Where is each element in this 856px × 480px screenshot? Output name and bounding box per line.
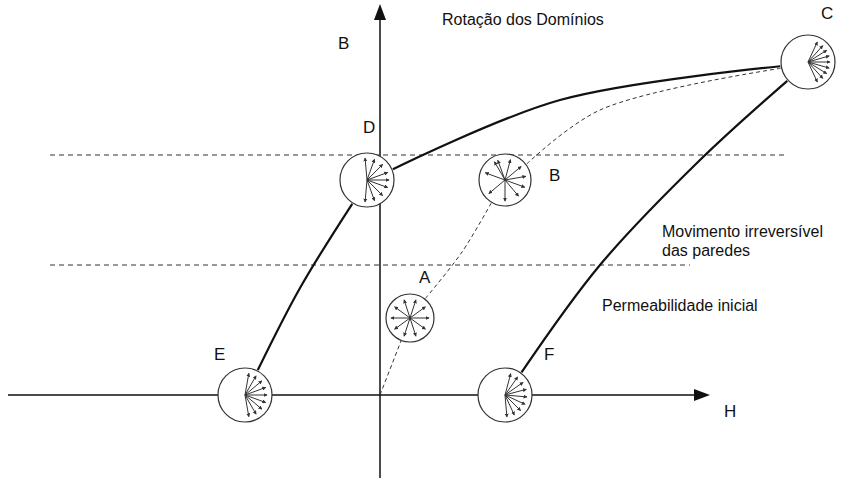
moment-arrow	[245, 381, 262, 395]
moment-arrow	[404, 300, 410, 318]
moment-arrow	[365, 180, 367, 202]
moment-arrow	[808, 50, 827, 62]
domain-moments	[339, 152, 395, 208]
hysteresis-curve	[393, 66, 780, 169]
initial-curve	[527, 68, 781, 164]
initial-curve	[425, 203, 491, 298]
region-boundary	[50, 155, 785, 156]
hysteresis-curve	[258, 204, 352, 370]
point-letter: A	[418, 268, 431, 287]
domain-moments	[780, 34, 836, 90]
moment-arrow	[505, 389, 526, 395]
moment-arrow	[395, 318, 410, 329]
moment-arrow	[245, 387, 266, 395]
domain-moments	[385, 293, 435, 343]
domain-moments	[478, 153, 532, 207]
moment-arrow	[808, 62, 830, 63]
point-letter: D	[362, 118, 376, 137]
moment-arrow	[410, 318, 429, 319]
domain-circle: C	[780, 34, 836, 90]
moment-arrow	[367, 180, 375, 201]
moment-arrow	[365, 158, 367, 180]
domain-outline	[340, 153, 394, 207]
moment-arrow	[489, 180, 505, 193]
moment-arrow	[505, 395, 507, 417]
point-letter: B	[548, 166, 561, 185]
moment-arrow	[498, 160, 505, 180]
domain-circle: B	[478, 153, 532, 207]
moment-arrow	[245, 376, 256, 395]
moment-arrow	[391, 318, 410, 319]
domain-circle: D	[339, 152, 395, 208]
domain-outline	[479, 154, 531, 206]
region-label: Permeabilidade inicial	[600, 296, 760, 315]
moment-arrow	[485, 173, 505, 180]
domain-circle: E	[217, 367, 273, 423]
moment-arrow	[367, 172, 388, 180]
moment-arrow	[505, 160, 510, 180]
moment-arrow	[808, 62, 823, 78]
region-label: Movimento irreversível das paredes	[660, 222, 842, 260]
moment-arrow	[367, 180, 389, 181]
moment-arrow	[245, 395, 267, 396]
region-label: Rotação dos Domínios	[440, 10, 606, 29]
point-letter: E	[213, 345, 226, 364]
moment-arrow	[245, 395, 266, 403]
domain-outline	[386, 294, 434, 342]
domain-circle: F	[477, 367, 533, 423]
domain-outline	[218, 368, 272, 422]
moment-arrow	[505, 180, 506, 201]
moment-arrow	[505, 382, 523, 395]
moment-arrow	[505, 395, 521, 411]
b-axis	[379, 16, 381, 478]
axis-arrowhead	[374, 4, 386, 20]
moment-arrow	[808, 56, 829, 62]
moment-arrow	[410, 307, 425, 318]
axis-label: H	[722, 402, 738, 421]
axis-arrowhead	[694, 389, 710, 401]
moment-arrow	[808, 62, 817, 82]
point-letter: C	[820, 4, 834, 23]
domain-circle: A	[385, 293, 435, 343]
axis-label: B	[336, 34, 351, 53]
moment-arrow	[410, 318, 416, 336]
domain-outline	[478, 368, 532, 422]
region-boundary	[50, 265, 690, 266]
domain-moments	[217, 367, 273, 423]
domain-moments	[477, 367, 533, 423]
domain-outline	[781, 35, 835, 89]
moment-arrow	[505, 180, 518, 196]
h-axis	[8, 394, 698, 396]
moment-arrow	[505, 176, 526, 180]
initial-curve	[380, 341, 401, 395]
moment-arrow	[505, 395, 525, 404]
moment-arrow	[245, 395, 249, 417]
point-letter: F	[543, 345, 555, 364]
